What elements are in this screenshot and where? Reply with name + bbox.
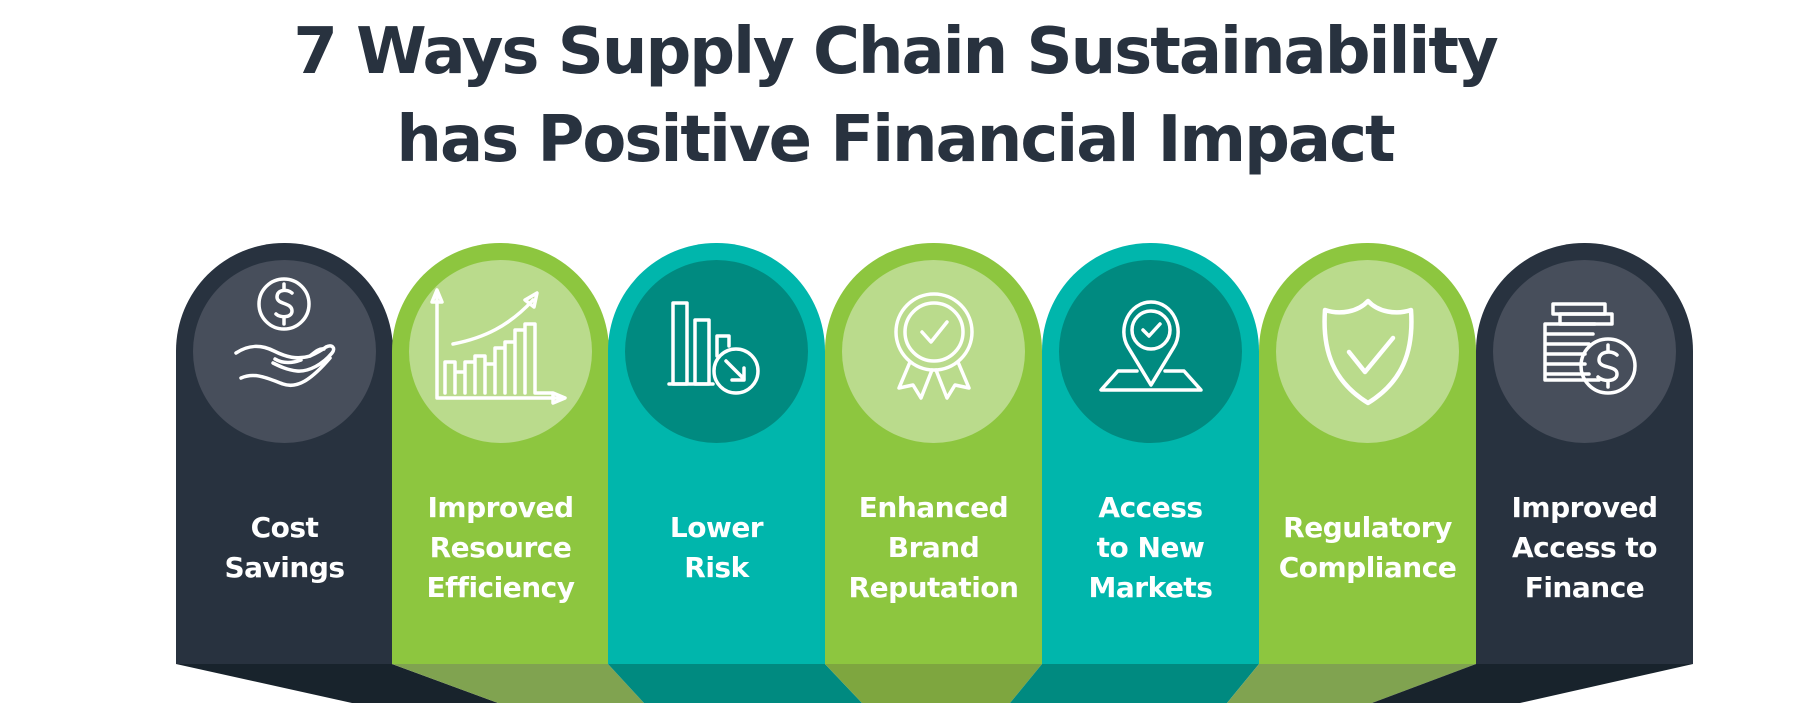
pillar-regulatory-compliance: Regulatory Compliance: [1259, 243, 1476, 664]
icon-disc: [409, 260, 592, 443]
pillar-label: Access to New Markets: [1088, 491, 1213, 604]
pillar-label: Improved Access to Finance: [1511, 491, 1658, 604]
icon-disc: [842, 260, 1025, 443]
pillar-new-markets: Access to New Markets: [1042, 243, 1259, 664]
pillar-brand-reputation: Enhanced Brand Reputation: [825, 243, 1042, 664]
growth-chart-icon: [430, 288, 567, 405]
pillar-label: Enhanced Brand Reputation: [848, 491, 1019, 604]
base-segment-4: [825, 664, 1042, 703]
icon-disc: [1276, 260, 1459, 443]
pillar-access-to-finance: Improved Access to Finance: [1476, 243, 1693, 664]
pillar-label: Lower Risk: [669, 511, 764, 584]
base-segment-5: [1010, 664, 1259, 703]
coin-stack-dollar-icon: [1543, 302, 1637, 395]
base-segment-6: [1227, 664, 1476, 703]
base-segment-1: [176, 664, 498, 703]
declining-bars-icon: [667, 301, 760, 395]
award-ribbon-icon: [894, 292, 974, 400]
pillar-cost-savings: Cost Savings: [176, 243, 393, 664]
base-segment-3: [608, 664, 862, 703]
pillar-label: Cost Savings: [224, 511, 345, 584]
icon-disc: [1059, 260, 1242, 443]
pillar-lower-risk: Lower Risk: [608, 243, 825, 664]
shield-check-icon: [1322, 298, 1414, 406]
base-segment-7: [1372, 664, 1693, 703]
base-segment-2: [392, 664, 644, 703]
title-line-2: has Positive Financial Impact: [396, 103, 1395, 177]
hand-holding-dollar-icon: [234, 277, 336, 387]
title-line-1: 7 Ways Supply Chain Sustainability: [293, 15, 1498, 89]
map-pin-check-icon: [1099, 300, 1203, 392]
page-title: 7 Ways Supply Chain Sustainability has P…: [0, 8, 1790, 184]
pillar-label: Regulatory Compliance: [1278, 511, 1457, 584]
pillar-label: Improved Resource Efficiency: [426, 491, 575, 604]
pillar-resource-efficiency: Improved Resource Efficiency: [392, 243, 609, 664]
